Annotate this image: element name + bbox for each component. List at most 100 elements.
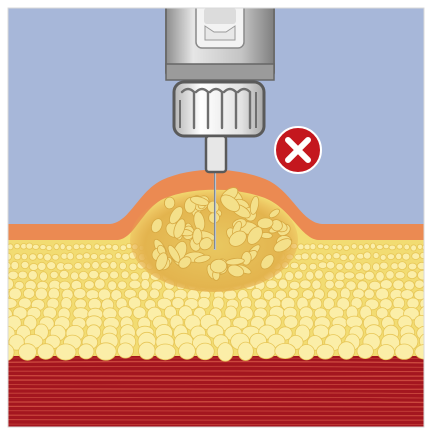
fat-globule [415, 280, 424, 288]
fat-globule [217, 343, 233, 362]
fat-globule [0, 263, 2, 270]
fat-globule [1, 244, 6, 250]
fat-globule [373, 263, 380, 271]
fat-globule [0, 271, 7, 280]
fat-globule [139, 342, 156, 359]
fat-globule [407, 298, 419, 309]
fat-globule [373, 253, 379, 259]
fat-globule [306, 271, 314, 280]
fat-globule [311, 253, 318, 260]
fat-globule [393, 280, 404, 290]
fat-globule [300, 280, 311, 289]
fat-globule [418, 270, 428, 280]
fat-globule [47, 262, 56, 270]
fat-globule [389, 245, 396, 250]
fat-globule [364, 244, 370, 250]
muscle-fiber [0, 384, 432, 385]
fat-globule [417, 244, 422, 249]
fat-globule [38, 262, 46, 270]
fat-globule [83, 253, 90, 259]
needle-hub [206, 136, 226, 172]
fat-globule [376, 245, 383, 250]
fat-globule [179, 343, 196, 359]
fat-globule [60, 270, 69, 278]
fat-globule [66, 245, 72, 250]
fat-globule [141, 279, 150, 289]
muscle-fiber [0, 389, 432, 390]
fat-globule [395, 272, 405, 279]
fat-globule [48, 288, 59, 299]
fat-globule [91, 254, 98, 260]
fat-globule [96, 343, 117, 360]
fat-globule [386, 271, 394, 280]
fat-globule [118, 343, 134, 358]
fat-globule [266, 280, 278, 289]
fat-globule [411, 245, 417, 251]
muscle-fiber [0, 406, 432, 407]
fat-globule [40, 245, 46, 250]
fat-globule [110, 261, 117, 269]
fat-globule [380, 255, 386, 261]
fat-globule [317, 344, 335, 359]
fat-globule [29, 254, 36, 261]
fat-globule [340, 254, 347, 260]
fat-globule [196, 343, 214, 360]
fat-globule [417, 262, 426, 269]
fat-globule [428, 272, 432, 281]
fat-globule [85, 244, 91, 250]
fat-globule [54, 244, 59, 250]
muscle-fiber [0, 420, 432, 421]
fat-globule [28, 271, 37, 281]
fat-globule [14, 254, 21, 260]
fat-globule [44, 254, 52, 261]
fat-globule [397, 244, 403, 249]
muscle-fiber [0, 415, 432, 416]
fat-globule [29, 264, 38, 271]
fat-globule [100, 245, 106, 250]
fat-globule [14, 244, 20, 249]
fat-globule [387, 254, 394, 260]
muscle-fiber [0, 433, 432, 434]
fat-globule [336, 263, 343, 270]
fat-globule [251, 288, 262, 299]
fat-globule [357, 344, 373, 359]
fat-globule [380, 262, 388, 269]
fat-globule [315, 270, 324, 279]
fat-globule [73, 244, 79, 250]
fat-globule [238, 342, 254, 360]
fat-globule [0, 344, 14, 361]
fat-globule [408, 263, 417, 270]
fat-globule [363, 252, 371, 259]
fat-globule [19, 344, 37, 361]
fat-globule [129, 280, 141, 289]
fat-globule [122, 253, 130, 260]
fat-globule [338, 342, 355, 360]
fat-globule [0, 334, 7, 352]
fat-globule [55, 344, 76, 360]
fat-globule [278, 279, 287, 289]
fat-globule [63, 263, 72, 270]
fat-globule [422, 244, 428, 250]
muscle-fiber [0, 376, 432, 377]
fat-globule [76, 254, 83, 260]
fat-globule [67, 253, 74, 260]
fat-globule [326, 261, 334, 269]
fat-globule [325, 280, 334, 289]
fat-globule [364, 289, 374, 299]
fat-globule [59, 281, 70, 290]
fat-globule [5, 279, 14, 290]
fat-globule [391, 263, 399, 270]
fat-globule [0, 253, 6, 260]
fat-globule [404, 244, 410, 250]
fat-globule [343, 245, 349, 250]
fat-globule [317, 254, 324, 261]
fat-globule [301, 253, 309, 260]
fat-globule [94, 244, 100, 250]
fat-globule [50, 271, 58, 278]
fat-globule [275, 343, 296, 358]
fat-globule [376, 288, 389, 300]
fat-globule [83, 262, 91, 269]
fat-globule [309, 263, 317, 270]
fat-globule [121, 271, 129, 279]
